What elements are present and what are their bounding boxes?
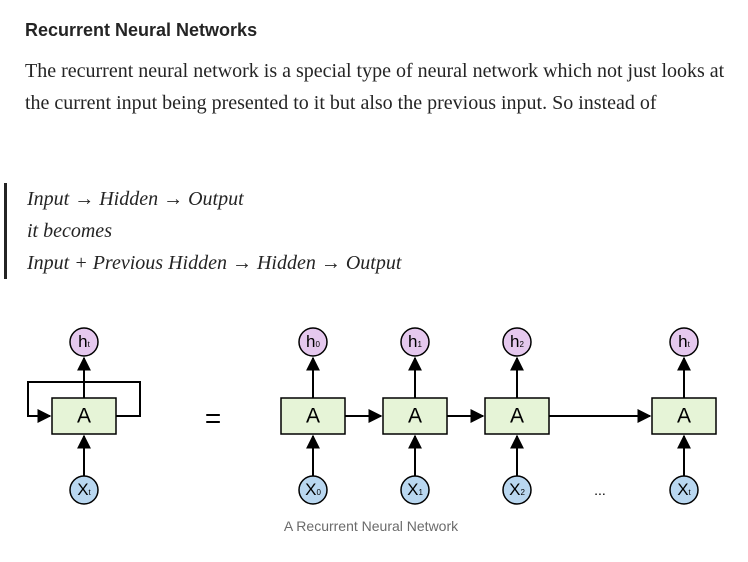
- blockquote: Input → Hidden → Output it becomes Input…: [4, 183, 401, 279]
- input-label-unrolled-1: X1: [407, 480, 423, 499]
- rnn-cell-unrolled-3: [651, 397, 717, 435]
- cell-label-unrolled-2: A: [510, 405, 524, 428]
- equals-sign: =: [205, 403, 221, 434]
- figure-caption: A Recurrent Neural Network: [283, 518, 459, 534]
- quote-line-2: it becomes: [27, 220, 112, 242]
- output-node-folded: [69, 327, 99, 357]
- section-heading: Recurrent Neural Networks: [25, 20, 258, 40]
- rnn-cell-unrolled-1: [382, 397, 448, 435]
- output-label-unrolled-2: h2: [510, 332, 524, 351]
- input-label-unrolled-3: Xt: [677, 480, 691, 499]
- output-label-folded: ht: [78, 332, 90, 351]
- output-node-unrolled-0: [298, 327, 328, 357]
- output-label-unrolled-0: h0: [306, 332, 320, 351]
- intro-paragraph: The recurrent neural network is a specia…: [25, 60, 725, 114]
- input-label-unrolled-0: X0: [305, 480, 321, 499]
- recurrent-loop-arrow: [27, 381, 141, 423]
- output-label-unrolled-1: h1: [408, 332, 422, 351]
- input-label-unrolled-2: X2: [509, 480, 525, 499]
- quote-line-3: Input + Previous Hidden → Hidden → Outpu…: [27, 252, 402, 274]
- input-label-folded: Xt: [77, 480, 91, 499]
- output-label-unrolled-3: ht: [678, 332, 690, 351]
- cell-label-unrolled-1: A: [408, 405, 422, 428]
- cell-label-folded: A: [77, 405, 91, 428]
- cell-label-unrolled-0: A: [306, 405, 320, 428]
- quote-line-1: Input → Hidden → Output: [27, 188, 244, 210]
- output-node-unrolled-3: [669, 327, 699, 357]
- rnn-cell-folded: [51, 397, 117, 435]
- ellipsis: ...: [594, 482, 606, 498]
- output-node-unrolled-2: [502, 327, 532, 357]
- cell-label-unrolled-3: A: [677, 405, 691, 428]
- output-node-unrolled-1: [400, 327, 430, 357]
